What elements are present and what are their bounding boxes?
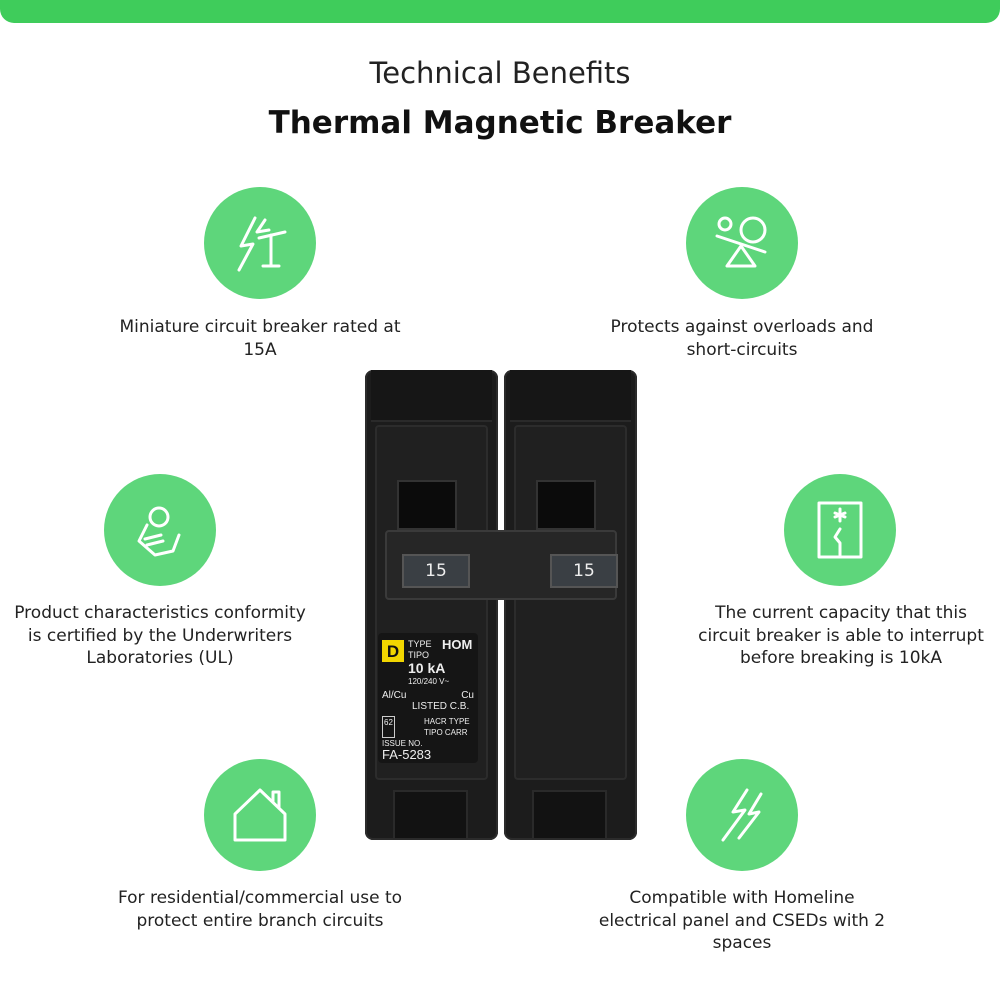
feature-text: The current capacity that this circuit b…: [698, 603, 984, 668]
feature-text: For residential/commercial use to protec…: [117, 888, 403, 931]
rating-right: 15: [550, 554, 618, 588]
feature-text: Miniature circuit breaker rated at 15A: [119, 317, 401, 360]
top-accent-bar: [0, 0, 1000, 23]
house-icon: [204, 759, 316, 871]
lightning-icon: [686, 759, 798, 871]
lightning-tower-icon: [204, 187, 316, 299]
rating-left: 15: [402, 554, 470, 588]
page-subtitle: Technical Benefits: [369, 56, 631, 90]
certified-clipboard-icon: [104, 474, 216, 586]
seesaw-balance-icon: [686, 187, 798, 299]
breaker-pole-left: [365, 370, 498, 840]
breaker-pole-right: [504, 370, 637, 840]
feature-text: Protects against overloads and short-cir…: [610, 317, 874, 360]
square-d-logo: D: [382, 640, 404, 662]
feature-text: Compatible with Homeline electrical pane…: [598, 888, 886, 953]
breaker-switch-icon: [784, 474, 896, 586]
breaker-handle-tie: 15 15: [385, 530, 618, 600]
page-title: Thermal Magnetic Breaker: [268, 105, 732, 141]
feature-text: Product characteristics conformity is ce…: [14, 603, 306, 668]
